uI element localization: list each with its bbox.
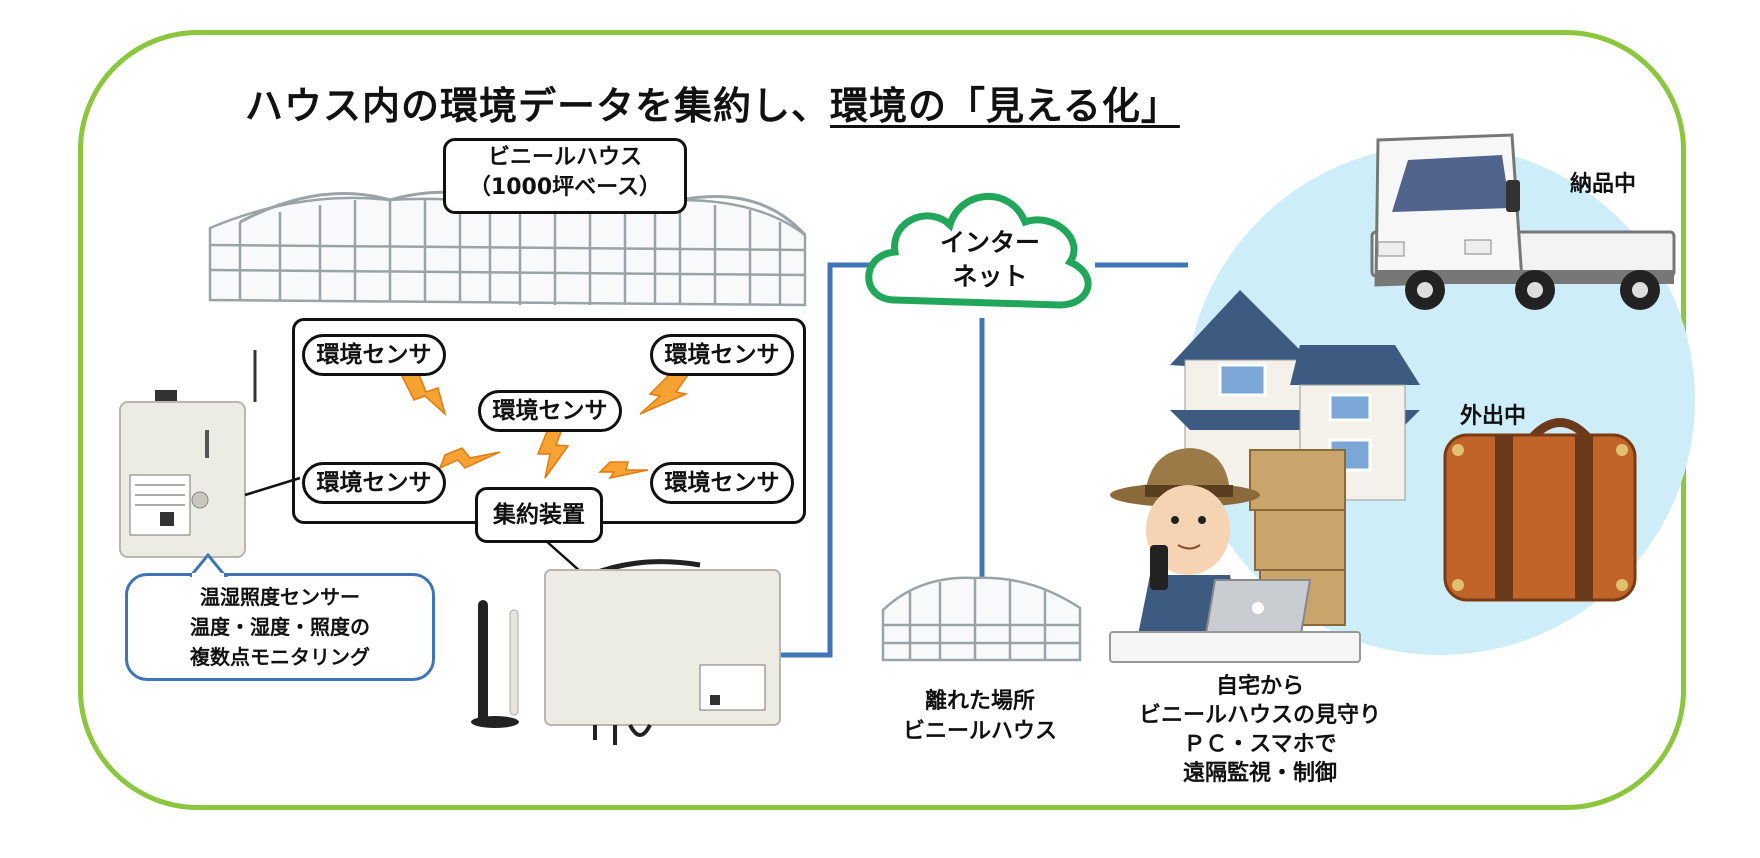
remote-greenhouse-label: 離れた場所 ビニールハウス	[902, 689, 1057, 744]
laptop-icon	[1109, 579, 1361, 663]
home-icon	[1170, 290, 1420, 501]
sensor-callout: 温湿照度センサー 温度・湿度・照度の 複数点モニタリング	[125, 573, 435, 681]
cloud-label: インター ネット	[939, 228, 1040, 291]
status-outing: 外出中	[1460, 404, 1527, 429]
sensor-device-icon	[119, 350, 301, 558]
page-title: ハウス内の環境データを集約し、環境の「見える化」	[245, 84, 1180, 128]
sensor-label: 環境センサ	[302, 462, 446, 504]
signal-bolt-icons	[398, 371, 692, 480]
sensor-label: 環境センサ	[478, 390, 622, 432]
truck-icon	[1370, 133, 1676, 310]
status-delivering: 納品中	[1570, 172, 1637, 197]
greenhouse-icon	[208, 190, 807, 307]
sensor-label: 環境センサ	[302, 334, 446, 376]
aggregator-label: 集約装置	[475, 487, 603, 543]
remote-greenhouse-icon	[881, 576, 1082, 662]
callout-pointer	[190, 553, 228, 577]
sensor-label: 環境センサ	[650, 462, 794, 504]
aggregator-device-icon	[471, 539, 781, 745]
home-monitoring-label: 自宅から ビニールハウスの見守り ＰＣ・スマホで 遠隔監視・制御	[1138, 674, 1381, 786]
network-lines	[780, 262, 1188, 658]
sensor-label: 環境センサ	[650, 334, 794, 376]
cloud-icon	[865, 193, 1092, 309]
greenhouse-label: ビニールハウス （1000坪ベース）	[443, 138, 687, 214]
suitcase-icon	[1443, 418, 1637, 602]
